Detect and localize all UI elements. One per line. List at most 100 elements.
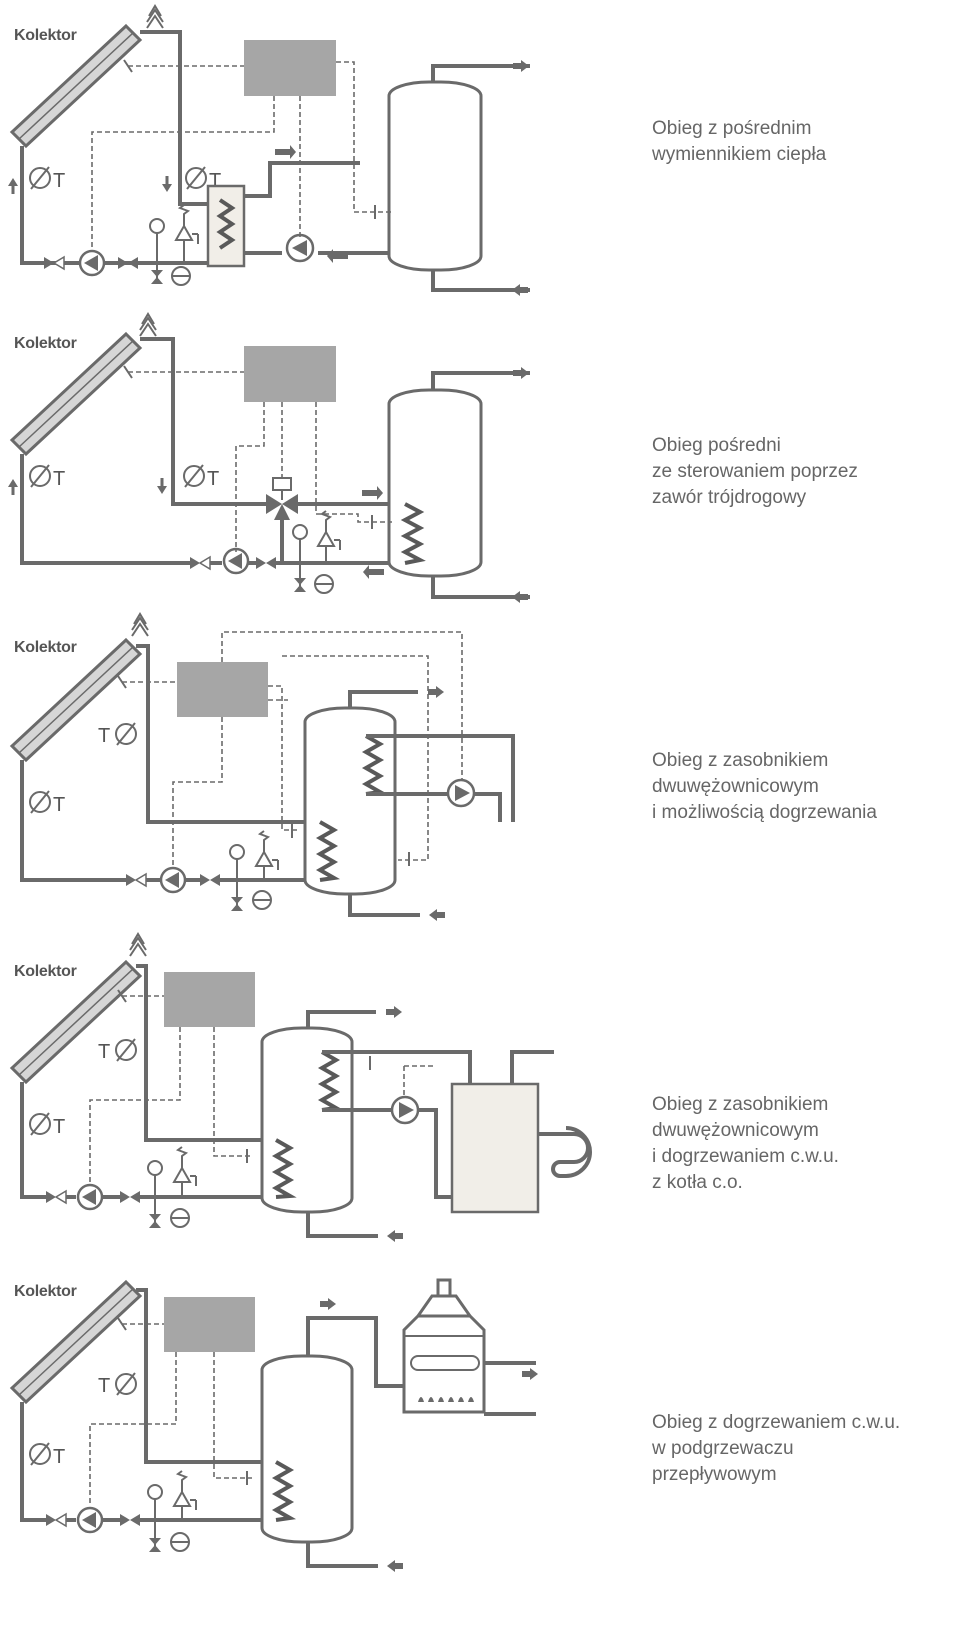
drain-valve-icon	[294, 578, 306, 592]
expansion-vessel-icon	[171, 266, 191, 286]
safety-valve-icon	[254, 830, 279, 880]
heat-coil	[400, 502, 426, 565]
expansion-vessel-icon	[170, 1208, 190, 1228]
expansion-vessel-icon	[314, 574, 334, 594]
solar-collector	[9, 637, 143, 763]
svg-text:T: T	[98, 1375, 110, 1397]
svg-text:T: T	[98, 1041, 110, 1063]
air-vent-icon	[139, 312, 157, 337]
heat-coil	[271, 1460, 297, 1522]
pump-icon	[222, 547, 250, 575]
drain-valve-icon	[231, 897, 243, 911]
circuit-3-description: Obieg z zasobnikiem dwuwężownicowym i mo…	[652, 750, 877, 823]
flow-arrow	[512, 284, 528, 296]
circuit-1-description: Obieg z pośrednim wymiennikiem ciepła	[651, 118, 827, 165]
expansion-vessel-icon	[252, 890, 272, 910]
flow-arrow	[387, 1230, 403, 1242]
safety-valve-icon	[316, 510, 341, 563]
safety-valve-icon	[172, 1470, 197, 1520]
drain-valve-icon	[149, 1538, 161, 1552]
collector-label: Kolektor	[14, 27, 77, 44]
flow-arrow	[513, 367, 529, 379]
svg-text:T: T	[53, 468, 65, 490]
svg-text:T: T	[53, 1116, 65, 1138]
pressure-gauge-icon	[149, 218, 165, 234]
solar-collector	[9, 23, 143, 149]
storage-tank	[260, 1026, 354, 1214]
flow-arrow	[362, 486, 383, 500]
temperature-sensor-icon: T	[29, 1112, 65, 1138]
expansion-vessel-icon	[170, 1532, 190, 1552]
flow-arrow	[429, 909, 445, 921]
safety-valve-icon	[172, 1146, 197, 1197]
temperature-sensor-icon: T	[29, 790, 65, 816]
pump-icon	[76, 1183, 104, 1211]
valve-icon	[46, 1189, 67, 1205]
circuit-4-description: Obieg z zasobnikiem dwuwężownicowym i do…	[652, 1094, 844, 1193]
flow-arrow	[386, 1006, 402, 1018]
pump-icon	[159, 866, 187, 894]
heat-coil	[361, 734, 387, 796]
temperature-sensor-icon: T	[29, 166, 65, 192]
temperature-sensor-icon: T	[183, 464, 219, 490]
flow-arrow	[522, 1368, 538, 1380]
circuit-panel-5: Kolektor T T	[9, 1278, 538, 1572]
check-valve-icon	[118, 257, 138, 269]
svg-text:T: T	[53, 170, 65, 192]
heat-coil	[271, 1138, 297, 1199]
circuit-panel-2: Kolektor T T	[8, 312, 530, 603]
flow-water-heater	[402, 1278, 486, 1414]
flow-arrow	[387, 1560, 403, 1572]
storage-tank	[387, 80, 483, 272]
storage-tank	[260, 1354, 354, 1544]
svg-text:T: T	[207, 468, 219, 490]
solar-controller	[244, 346, 336, 402]
svg-text:T: T	[53, 1446, 65, 1468]
solar-collector	[9, 959, 143, 1085]
storage-tank	[387, 388, 483, 578]
circuit-panel-3: Kolektor T T	[9, 612, 515, 921]
circuit-panel-4: Kolektor T T	[9, 932, 592, 1242]
solar-collector	[9, 1279, 143, 1405]
heat-coil	[315, 820, 341, 882]
circuit-panel-1: Kolektor T T	[8, 4, 530, 296]
solar-controller	[164, 1297, 255, 1352]
flow-arrow	[320, 1298, 336, 1310]
collector-label: Kolektor	[14, 1283, 77, 1300]
valve-icon	[46, 1512, 67, 1528]
solar-controller	[177, 662, 268, 717]
valve-icon	[126, 872, 147, 888]
flow-arrow	[363, 565, 384, 579]
flow-down-arrow	[162, 184, 172, 192]
pressure-gauge-icon	[147, 1484, 163, 1500]
collector-label: Kolektor	[14, 639, 77, 656]
check-valve-icon	[200, 874, 220, 886]
flow-arrow	[512, 591, 528, 603]
heat-coil	[317, 1050, 343, 1112]
flow-up-arrow	[8, 178, 18, 186]
check-valve-icon	[256, 557, 276, 569]
temperature-sensor-icon: T	[29, 1442, 65, 1468]
central-heating-boiler	[450, 1082, 540, 1214]
check-valve-icon	[120, 1514, 140, 1526]
pump-icon	[390, 1095, 420, 1125]
pump-icon	[78, 249, 106, 277]
safety-valve-icon	[174, 204, 199, 263]
flow-arrow	[513, 60, 529, 72]
temperature-sensor-icon: T	[98, 1038, 137, 1063]
flow-arrow	[327, 249, 348, 263]
collector-sensor	[123, 59, 133, 73]
pump-icon	[76, 1506, 104, 1534]
valve-icon	[44, 255, 65, 271]
temperature-sensor-icon: T	[29, 464, 65, 490]
air-vent-icon	[129, 932, 147, 957]
pump-icon	[446, 778, 476, 808]
solar-loop-pipe	[140, 30, 220, 206]
pump-icon	[285, 233, 315, 263]
pressure-gauge-icon	[229, 844, 245, 860]
temperature-sensor-icon: T	[98, 1372, 137, 1397]
collector-label: Kolektor	[14, 335, 77, 352]
air-vent-icon	[146, 4, 164, 29]
collector-label: Kolektor	[14, 963, 77, 980]
